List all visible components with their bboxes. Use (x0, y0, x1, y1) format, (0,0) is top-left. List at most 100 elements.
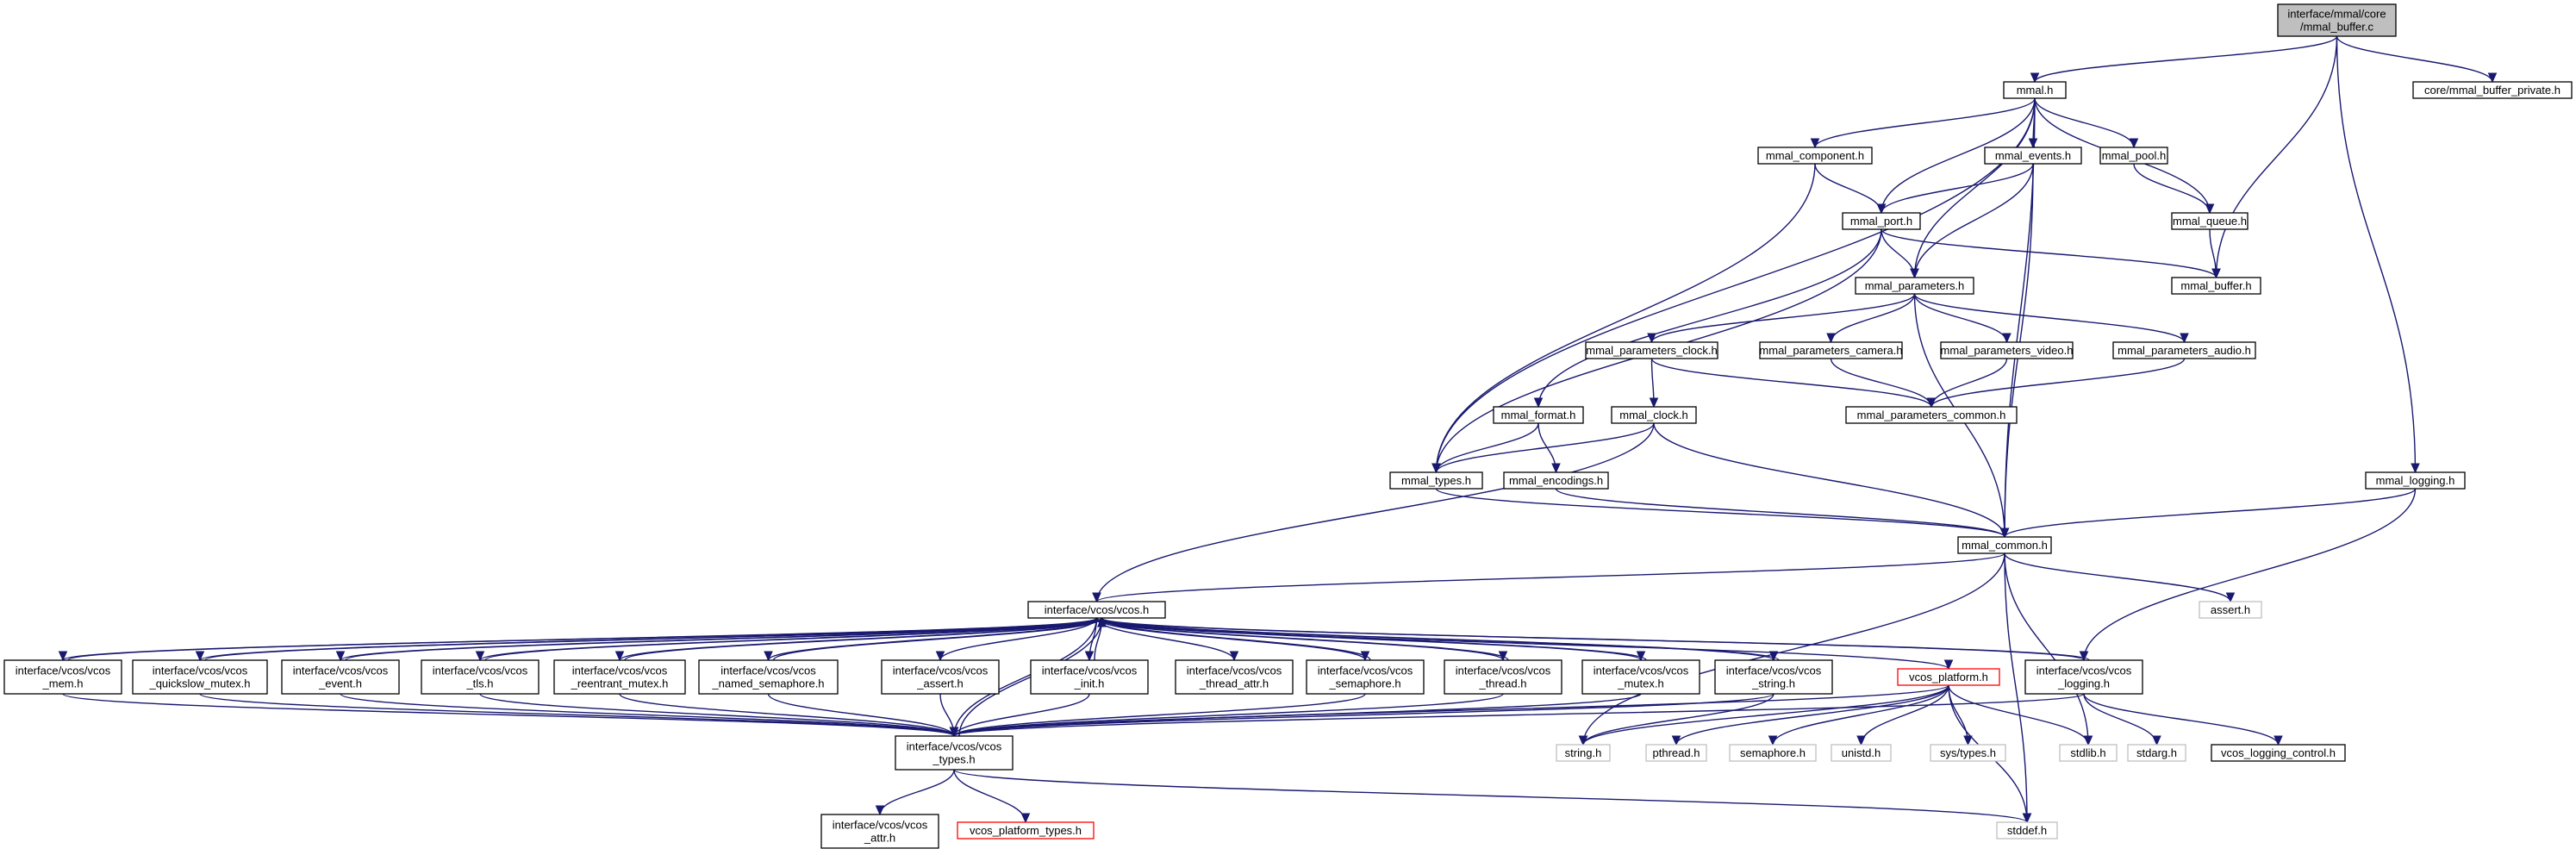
node-v-mutex[interactable]: interface/vcos/vcos_mutex.h (1581, 659, 1700, 695)
node-queue[interactable]: mmal_queue.h (2171, 212, 2249, 230)
node-v-sem[interactable]: interface/vcos/vcos_semaphore.h (1306, 659, 1425, 695)
node-box (1845, 406, 2018, 424)
node-common[interactable]: mmal_common.h (1957, 536, 2052, 554)
node-box (1759, 341, 1903, 359)
node-vcos[interactable]: interface/vcos/vcos.h (1027, 601, 1166, 619)
node-box (1581, 659, 1700, 695)
arrowhead-vcos-to-v_nsem (764, 651, 773, 662)
arrowhead-parameters-to-p_audio (2180, 333, 2189, 344)
node-buffer-private[interactable]: core/mmal_buffer_private.h (2412, 81, 2573, 99)
node-v-types[interactable]: interface/vcos/vcos_types.h (895, 735, 1014, 771)
node-label: vcos_platform_types.h (970, 824, 1082, 837)
node-types[interactable]: mmal_types.h (1389, 471, 1483, 490)
edge-common-to-stddef_h (2004, 552, 2028, 823)
node-label: vcos_logging_control.h (2221, 746, 2336, 759)
node-v-platform[interactable]: vcos_platform.h (1897, 668, 2000, 686)
node-box (2171, 212, 2249, 230)
node-label: stdarg.h (2136, 746, 2177, 759)
node-string-h[interactable]: string.h (1556, 744, 1611, 762)
node-v-tattr[interactable]: interface/vcos/vcos_thread_attr.h (1175, 659, 1294, 695)
node-v-attr[interactable]: interface/vcos/vcos_attr.h (820, 814, 939, 849)
node-label: _thread_attr.h (1199, 677, 1269, 690)
node-assert-std[interactable]: assert.h (2199, 601, 2262, 619)
node-label: mmal_clock.h (1619, 409, 1687, 421)
node-unistd-h[interactable]: unistd.h (1831, 744, 1892, 762)
node-v-nsem[interactable]: interface/vcos/vcos_named_semaphore.h (698, 659, 839, 695)
node-events[interactable]: mmal_events.h (1984, 147, 2082, 165)
node-stdlib-h[interactable]: stdlib.h (2059, 744, 2118, 762)
node-v-event[interactable]: interface/vcos/vcos_event.h (281, 659, 400, 695)
edge-v_tls-to-vcos (484, 617, 1103, 661)
node-label: mmal_queue.h (2173, 215, 2247, 228)
node-encodings[interactable]: mmal_encodings.h (1503, 471, 1609, 490)
node-label: _mutex.h (1617, 677, 1663, 690)
edge-component-to-port (1814, 163, 1882, 214)
node-v-string[interactable]: interface/vcos/vcos_string.h (1714, 659, 1833, 695)
arrowhead-vcos-to-v_mutex (1636, 651, 1646, 662)
node-buffer[interactable]: mmal_buffer.h (2171, 277, 2261, 295)
node-component[interactable]: mmal_component.h (1757, 147, 1873, 165)
edge-clock-to-types (1435, 422, 1655, 473)
node-label: interface/vcos/vcos (1187, 665, 1282, 677)
node-label: interface/vcos/vcos (2036, 665, 2132, 677)
edge-v_logging-to-vcos (1101, 617, 2090, 661)
edge-format-to-types (1435, 422, 1539, 473)
node-stddef-h[interactable]: stddef.h (1996, 821, 2058, 839)
node-label: mmal_pool.h (2102, 149, 2166, 162)
node-v-qmutex[interactable]: interface/vcos/vcos_quickslow_mutex.h (132, 659, 268, 695)
arrowhead-v_types-to-pltypes (1020, 813, 1031, 824)
node-label: interface/vcos/vcos (1594, 665, 1689, 677)
arrowhead-vcos-to-v_event (335, 651, 346, 662)
node-v-mem[interactable]: interface/vcos/vcos_mem.h (3, 659, 122, 695)
node-p-audio[interactable]: mmal_parameters_audio.h (2112, 341, 2256, 359)
edge-mmal_h-to-pool (2034, 97, 2135, 148)
node-mmal-h[interactable]: mmal.h (2003, 81, 2067, 99)
node-p-common[interactable]: mmal_parameters_common.h (1845, 406, 2018, 424)
node-box (1444, 659, 1562, 695)
node-clock[interactable]: mmal_clock.h (1611, 406, 1697, 424)
node-root[interactable]: interface/mmal/core/mmal_buffer.c (2277, 3, 2397, 37)
node-label: _types.h (932, 753, 975, 766)
node-stdarg-h[interactable]: stdarg.h (2127, 744, 2186, 762)
edge-parameters-to-p_video (1913, 293, 2008, 343)
node-logctl[interactable]: vcos_logging_control.h (2211, 744, 2346, 762)
node-v-rmutex[interactable]: interface/vcos/vcos_reentrant_mutex.h (553, 659, 686, 695)
node-label: mmal.h (2017, 84, 2054, 97)
node-systypes-h[interactable]: sys/types.h (1930, 744, 2006, 762)
node-label: mmal_logging.h (2376, 474, 2455, 487)
node-label: interface/vcos/vcos (16, 665, 111, 677)
edge-events-to-port (1881, 163, 2034, 214)
node-p-clock[interactable]: mmal_parameters_clock.h (1585, 341, 1718, 359)
node-v-thread[interactable]: interface/vcos/vcos_thread.h (1444, 659, 1562, 695)
node-box (132, 659, 268, 695)
node-pltypes[interactable]: vcos_platform_types.h (957, 821, 1095, 839)
node-box (1996, 821, 2058, 839)
edge-v_qmutex-to-v_types (199, 693, 955, 737)
edge-v_event-to-v_types (340, 693, 955, 737)
node-p-camera[interactable]: mmal_parameters_camera.h (1759, 341, 1903, 359)
node-parameters[interactable]: mmal_parameters.h (1855, 277, 1974, 295)
node-logging[interactable]: mmal_logging.h (2365, 471, 2466, 490)
node-box (820, 814, 939, 849)
node-v-init[interactable]: interface/vcos/vcos_init.h (1030, 659, 1149, 695)
node-label: _event.h (318, 677, 362, 690)
arrowhead-vcos-to-v_string (1768, 651, 1779, 662)
arrowhead-root-to-buffer_private (2487, 72, 2498, 84)
edge-root-to-mmal_h (2034, 35, 2338, 83)
node-box (2127, 744, 2186, 762)
node-pool[interactable]: mmal_pool.h (2099, 147, 2168, 165)
node-pthread-h[interactable]: pthread.h (1645, 744, 1707, 762)
arrowhead-v_platform-to-pthread_h (1671, 735, 1681, 746)
node-v-tls[interactable]: interface/vcos/vcos_tls.h (421, 659, 540, 695)
node-v-logging[interactable]: interface/vcos/vcos_logging.h (2024, 659, 2143, 695)
node-box (1493, 406, 1584, 424)
node-format[interactable]: mmal_format.h (1493, 406, 1584, 424)
arrowhead-v_logging-to-stdarg_h (2152, 735, 2161, 746)
arrowhead-events-to-port (1876, 203, 1887, 215)
node-p-video[interactable]: mmal_parameters_video.h (1940, 341, 2074, 359)
arrowhead-v_platform-to-semaphore_h (1768, 735, 1778, 746)
node-v-assert[interactable]: interface/vcos/vcos_assert.h (881, 659, 1000, 695)
node-box (1757, 147, 1873, 165)
node-semaphore-h[interactable]: semaphore.h (1729, 744, 1817, 762)
node-port[interactable]: mmal_port.h (1842, 212, 1921, 230)
